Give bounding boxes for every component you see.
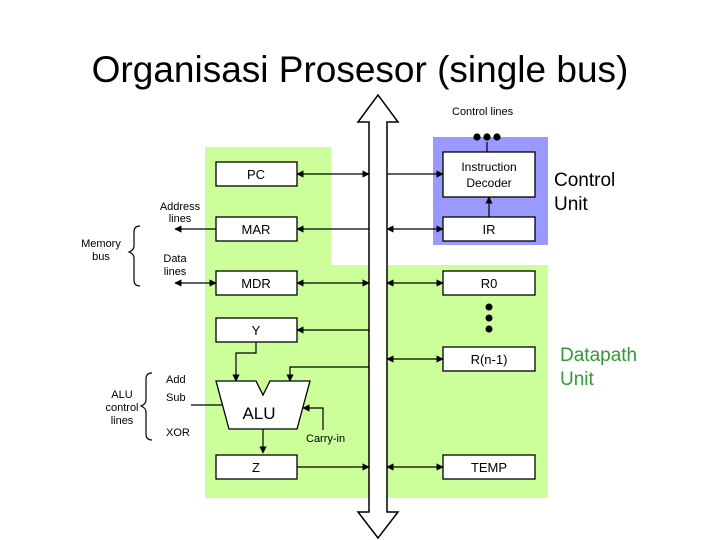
alu-label: ALU	[242, 404, 275, 423]
data-lines-line2: lines	[164, 266, 187, 278]
instruction-decoder-line1: Instruction	[461, 160, 516, 174]
z-register	[215, 454, 298, 480]
mdr-label: MDR	[241, 276, 271, 291]
memory-bus-line1: Memory	[81, 238, 121, 250]
alu-op-xor: XOR	[166, 427, 190, 439]
temp-register	[442, 454, 536, 480]
ir-register	[442, 216, 536, 242]
alu-control-line3: lines	[111, 415, 134, 427]
y-register	[215, 317, 298, 343]
wires	[174, 142, 493, 471]
alu-control-line2: control	[105, 402, 138, 414]
address-lines-line2: lines	[169, 213, 192, 225]
alu-op-add: Add	[166, 374, 186, 386]
page-title: Organisasi Prosesor (single bus)	[92, 49, 629, 90]
instruction-decoder	[442, 151, 536, 198]
datapath-unit-line2: Unit	[560, 369, 595, 390]
alu-control-brace	[139, 372, 153, 441]
data-lines-line1: Data	[163, 253, 187, 265]
control-unit-line1: Control	[554, 170, 615, 191]
carry-in-label: Carry-in	[306, 433, 345, 445]
temp-label: TEMP	[471, 460, 507, 475]
y-label: Y	[252, 323, 261, 338]
single-bus	[356, 93, 400, 540]
r0-register	[442, 270, 536, 296]
alu-unit	[215, 380, 311, 430]
control-lines-label: Control lines	[452, 106, 514, 118]
memory-bus-line2: bus	[92, 251, 110, 263]
datapath-unit-line1: Datapath	[560, 345, 637, 366]
control-lines-dots	[473, 133, 501, 141]
alu-control-line1: ALU	[111, 389, 132, 401]
address-lines-line1: Address	[160, 201, 201, 213]
mdr-register	[215, 270, 298, 296]
z-label: Z	[252, 460, 260, 475]
register-ellipsis-dots	[485, 303, 493, 333]
ir-label: IR	[483, 222, 496, 237]
alu-op-sub: Sub	[166, 392, 186, 404]
memory-bus-brace	[127, 225, 141, 287]
instruction-decoder-line2: Decoder	[466, 176, 511, 190]
control-unit-line2: Unit	[554, 194, 589, 215]
pc-label: PC	[247, 167, 265, 182]
pc-register	[215, 161, 298, 187]
rn1-label: R(n-1)	[471, 352, 508, 367]
r0-label: R0	[481, 276, 498, 291]
mar-label: MAR	[242, 222, 271, 237]
rn1-register	[442, 346, 536, 372]
mar-register	[215, 216, 298, 242]
